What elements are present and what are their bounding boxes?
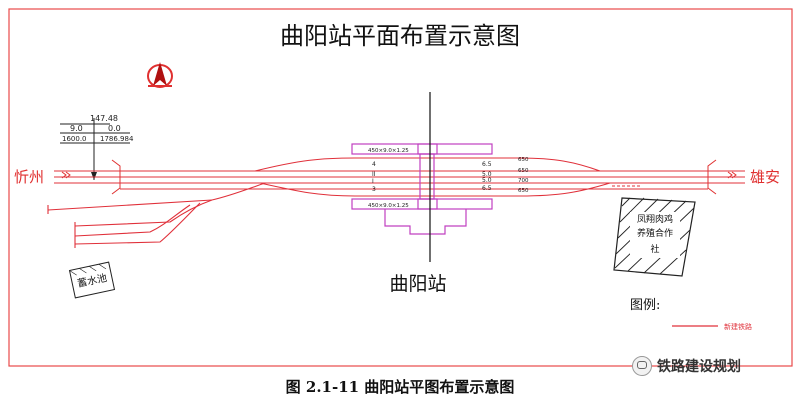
east-end-label: 雄安 [750,168,780,186]
track-length: 650 [518,188,529,194]
track-number: I [372,178,374,185]
north-arrow-icon [147,62,173,88]
profile-grade-right: 0.0 [108,124,121,133]
track-number: II [372,171,376,178]
chicken-farm: 凤翔肉鸡 养殖合作 社 [613,197,696,277]
platform-south-label: 450×9.0×1.25 [368,203,409,209]
farm-label-line: 社 [650,243,659,255]
track-number: 4 [372,161,376,168]
track-spacing: 6.5 [482,161,492,168]
profile-length-left: 1600.0 [62,135,87,143]
farm-label-line: 凤翔肉鸡 [637,213,673,225]
track-number: 3 [372,186,376,193]
main-tracks [47,157,745,248]
track-spacing: 5.0 [482,171,492,178]
platform-north [351,143,438,155]
legend-item-label: 新建铁路 [724,322,752,331]
track-length: 650 [518,168,529,174]
diagram-title: 曲阳站平面布置示意图 [280,22,520,50]
figure-caption: 图 2.1-11 曲阳站平图布置示意图 [285,378,515,396]
watermark-text: 铁路建设规划 [657,359,741,375]
platform-north-label: 450×9.0×1.25 [368,148,409,154]
grade-profile: 147.48 9.0 0.0 1600.0 1786.984 [60,114,134,180]
platform-south [351,198,438,210]
track-spacing: 6.5 [482,185,492,192]
platforms [351,143,493,235]
track-length: 650 [518,157,529,163]
farm-label-line: 养殖合作 [637,227,673,239]
reservoir: 蓄水池 [68,261,116,299]
profile-grade-left: 9.0 [70,124,83,133]
legend-title: 图例: [630,298,660,313]
profile-elevation: 147.48 [90,114,118,123]
track-spacing: 5.0 [482,177,492,184]
west-end-label: 忻州 [14,168,44,186]
watermark: 铁路建设规划 [632,356,741,376]
diagram-frame [8,8,793,367]
track-length: 700 [518,178,529,184]
profile-length-right: 1786.984 [100,135,134,143]
station-name: 曲阳站 [389,273,446,295]
wechat-icon [632,356,652,376]
